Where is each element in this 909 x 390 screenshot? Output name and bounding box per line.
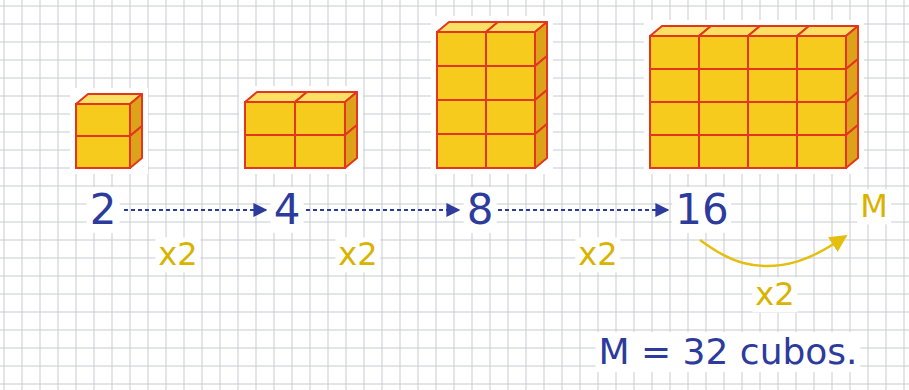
grid-line (58, 0, 59, 390)
times-arrow (498, 209, 668, 211)
cube-front (486, 32, 535, 66)
grid-line (0, 258, 909, 259)
grid-line (346, 0, 347, 390)
grid-line (328, 0, 329, 390)
cube-front (797, 69, 846, 102)
grid-line (400, 0, 401, 390)
cube-front (748, 36, 797, 69)
cube-front (437, 134, 486, 168)
grid-line (0, 204, 909, 205)
cube-side (345, 125, 357, 168)
grid-line (364, 0, 365, 390)
cube-front (486, 100, 535, 134)
cube-stack (431, 16, 553, 174)
grid-line (148, 0, 149, 390)
grid-line (382, 0, 383, 390)
cube-front (748, 135, 797, 168)
count-number: 16 (672, 187, 731, 233)
cube-front (699, 69, 748, 102)
cube-front (437, 100, 486, 134)
grid-line (0, 222, 909, 223)
factor-label: x2 (335, 237, 380, 272)
grid-line (130, 0, 131, 390)
grid-line (0, 384, 909, 385)
grid-line (256, 0, 257, 390)
grid-line (202, 0, 203, 390)
grid-line (0, 276, 909, 277)
paper-patch (70, 88, 148, 174)
grid-line (904, 0, 905, 390)
factor-label: x2 (575, 237, 620, 272)
times-arrow (306, 209, 459, 211)
grid-line (166, 0, 167, 390)
cube-front (295, 102, 345, 135)
factor-label: x2 (752, 277, 797, 312)
paper-patch (644, 20, 864, 174)
cube-front (486, 66, 535, 100)
grid-line (22, 0, 23, 390)
grid-line (0, 240, 909, 241)
cube-front (245, 102, 295, 135)
count-number: 2 (87, 187, 120, 233)
grid-line (580, 0, 581, 390)
grid-line (562, 0, 563, 390)
cube-front (699, 102, 748, 135)
grid-line (4, 0, 5, 390)
count-number: 8 (464, 187, 497, 233)
cube-front (437, 32, 486, 66)
cube-front (76, 104, 130, 136)
cube-front (699, 36, 748, 69)
count-number: 4 (271, 187, 304, 233)
cube-side (535, 124, 547, 168)
cube-front (748, 102, 797, 135)
cube-front (650, 36, 699, 69)
cube-side (846, 125, 858, 168)
cube-front (699, 135, 748, 168)
grid-line (0, 6, 909, 7)
grid-line (310, 0, 311, 390)
cube-stack (644, 20, 864, 174)
grid-line (238, 0, 239, 390)
cube-front (245, 135, 295, 168)
cube-side (130, 126, 142, 168)
grid-line (76, 0, 77, 390)
cube-front (76, 136, 130, 168)
cube-front (748, 69, 797, 102)
paper-patch (239, 86, 363, 174)
cube-stack (70, 88, 148, 174)
grid-line (0, 186, 909, 187)
curved-arrow (700, 236, 846, 266)
cube-front (650, 135, 699, 168)
times-arrow (124, 209, 266, 211)
grid-line (220, 0, 221, 390)
grid-line (418, 0, 419, 390)
cube-front (650, 69, 699, 102)
cube-front (437, 66, 486, 100)
cube-stack (239, 86, 363, 174)
cube-front (797, 135, 846, 168)
unknown-label: M (857, 189, 891, 224)
grid-line (184, 0, 185, 390)
cube-front (797, 102, 846, 135)
answer-note: M = 32 cubos. (595, 332, 860, 372)
cube-front (486, 134, 535, 168)
grid-line (40, 0, 41, 390)
grid-line (0, 330, 909, 331)
paper-patch (431, 16, 553, 174)
cube-front (295, 135, 345, 168)
cube-front (650, 102, 699, 135)
cube-front (797, 36, 846, 69)
factor-label: x2 (155, 237, 200, 272)
